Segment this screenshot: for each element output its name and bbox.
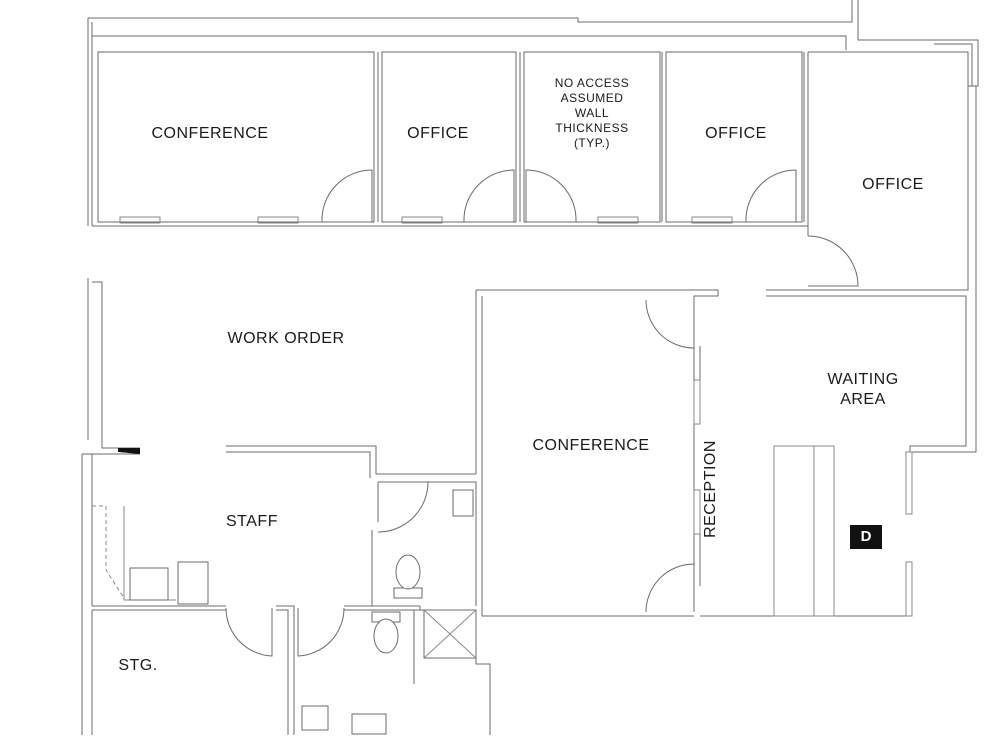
room-label-conference-mid: CONFERENCE [532,437,650,454]
room-label-office-3: OFFICE [862,176,924,193]
doors-top [321,169,859,287]
room-label-conference-top: CONFERENCE [151,125,269,142]
staff-counter [92,505,209,605]
restroom-fixtures [301,489,477,735]
room-label-waiting-area: WAITING AREA [827,371,899,408]
room-label-no-access: NO ACCESS ASSUMED WALL THICKNESS (TYP.) [554,76,630,150]
location-marker-d: D [850,525,882,549]
left-walls [81,278,491,735]
right-walls [766,86,977,617]
outer-walls [87,0,979,226]
room-label-office-1: OFFICE [407,125,469,142]
room-label-storage: STG. [118,657,158,674]
doors-staff [225,481,429,657]
room-label-office-2: OFFICE [705,125,767,142]
room-label-staff: STAFF [226,513,278,530]
top-rooms [92,51,969,291]
room-label-work-order: WORK ORDER [227,330,345,347]
center-conference [475,289,910,617]
room-label-reception: RECEPTION [702,440,719,538]
